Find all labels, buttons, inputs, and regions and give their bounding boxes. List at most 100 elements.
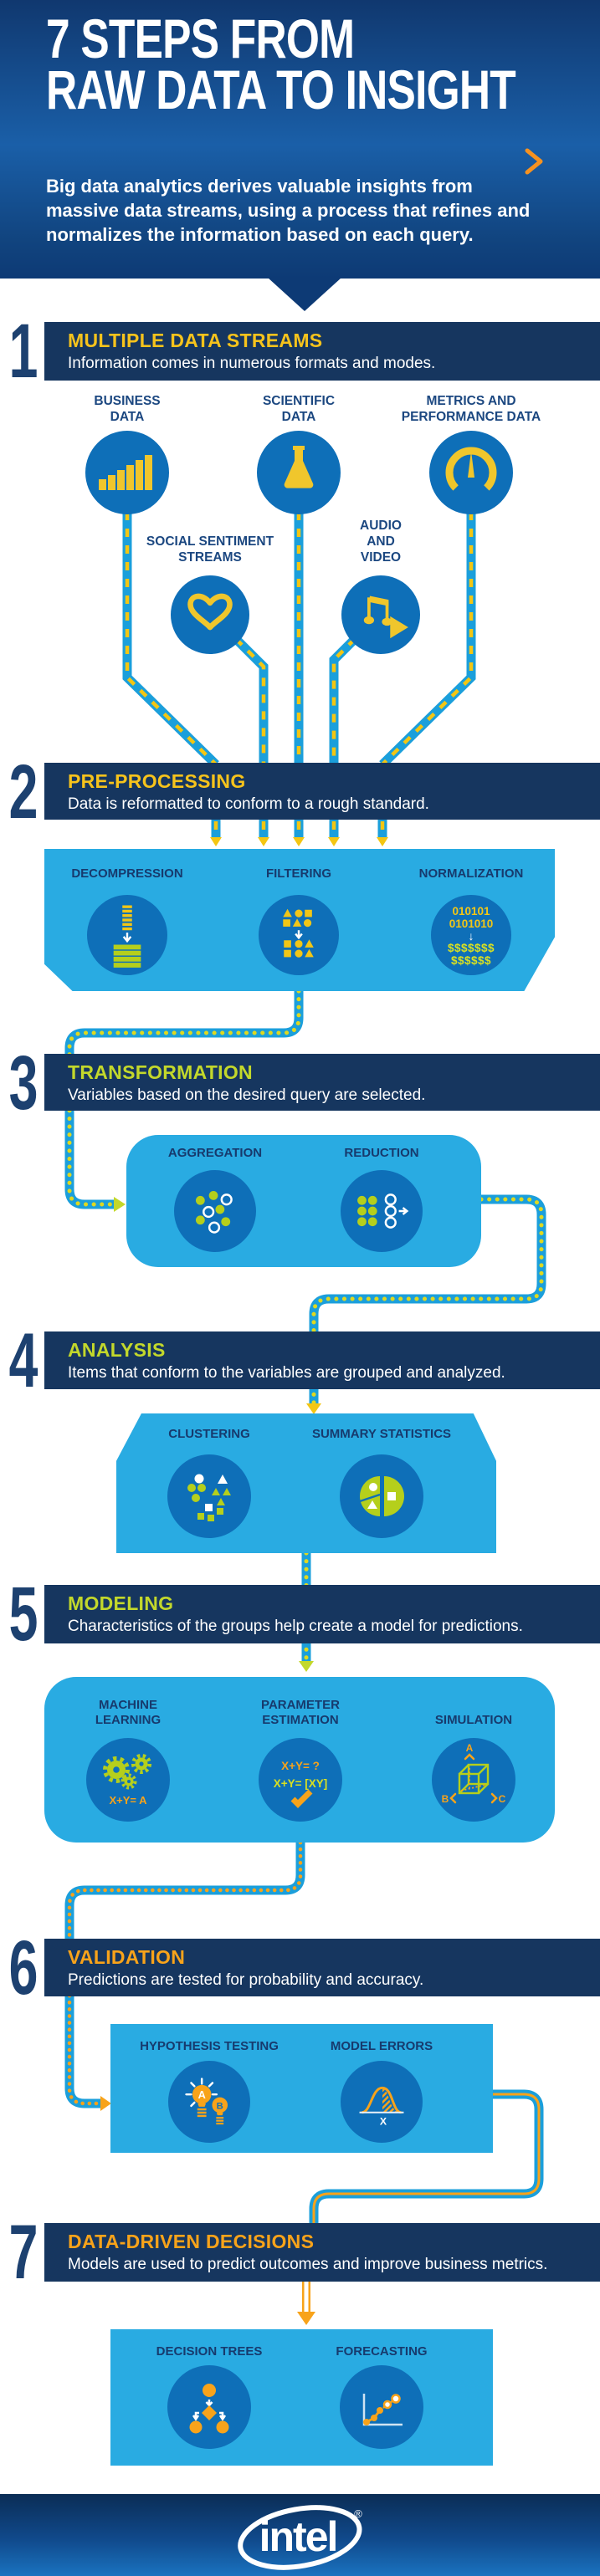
summary-statistics-circle: [340, 1454, 423, 1538]
checkmark-icon: [290, 1789, 313, 1808]
parameter-estimation-label: PARAMETER ESTIMATION: [261, 1698, 340, 1727]
reduction-circle: [341, 1170, 423, 1252]
step-1-bar: MULTIPLE DATA STREAMS Information comes …: [44, 322, 600, 381]
step-4-title: ANALYSIS: [68, 1339, 166, 1361]
decisions-entry-arrow: [297, 2282, 315, 2325]
step-5-bar: MODELING Characteristics of the groups h…: [44, 1585, 600, 1643]
step-7-subtitle: Models are used to predict outcomes and …: [68, 2256, 548, 2273]
path-validation-to-decisions: [309, 2089, 544, 2223]
simulation-circle: A B C: [432, 1738, 515, 1822]
step-number-5: 5: [8, 1572, 38, 1657]
step-6-subtitle: Predictions are tested for probability a…: [68, 1971, 424, 1989]
down-arrow-icon: ↓: [468, 929, 474, 943]
path-preprocessing-to-transformation: [64, 989, 304, 1212]
decision-tree-icon: [189, 2384, 229, 2434]
step-2-title: PRE-PROCESSING: [68, 770, 246, 792]
forecasting-circle: [340, 2365, 423, 2449]
path-transformation-to-analysis: [306, 1194, 546, 1414]
pie-chart-icon: [359, 1476, 404, 1516]
binary-line-1: 010101: [452, 905, 490, 917]
path-modeling-to-validation: [64, 1840, 305, 2111]
aggregation-label: AGGREGATION: [167, 1146, 263, 1160]
intel-logo-text: intel: [259, 2513, 337, 2560]
normalization-label: NORMALIZATION: [418, 866, 524, 881]
stream-label-audio-video: AUDIO AND VIDEO: [360, 519, 402, 565]
social-sentiment-circle: [171, 575, 249, 654]
page-title: 7 STEPS FROM RAW DATA TO INSIGHT: [46, 8, 516, 117]
step-3-subtitle: Variables based on the desired query are…: [68, 1086, 426, 1104]
error-axis-label: X: [380, 2115, 387, 2127]
step-number-6: 6: [8, 1925, 38, 2011]
binary-line-2: 0101010: [449, 917, 494, 930]
lightbulbs-icon: A B: [185, 2078, 228, 2125]
stream-label-metrics-performance: METRICS AND PERFORMANCE DATA: [401, 394, 541, 424]
axis-b-label: B: [442, 1793, 449, 1805]
music-play-icon: [363, 595, 408, 639]
intel-logo: intel ®: [238, 2505, 362, 2570]
hypothesis-testing-circle: A B: [168, 2061, 250, 2143]
header-dashed-arrow-icon: [47, 148, 543, 175]
step-6-bar: VALIDATION Predictions are tested for pr…: [44, 1939, 600, 1996]
step-number-7: 7: [8, 2210, 38, 2295]
scientific-data-circle: [257, 431, 341, 514]
stream-label-social-sentiment: SOCIAL SENTIMENT STREAMS: [146, 534, 274, 565]
decompression-circle: [87, 895, 167, 975]
flask-icon: [284, 446, 314, 488]
step-number-3: 3: [8, 1040, 38, 1126]
summary-statistics-label: SUMMARY STATISTICS: [311, 1427, 452, 1441]
forecast-chart-icon: [362, 2394, 403, 2426]
machine-learning-circle: X+Y= A: [86, 1738, 170, 1822]
model-errors-circle: X: [341, 2061, 423, 2143]
step-2-subtitle: Data is reformatted to conform to a roug…: [68, 795, 429, 813]
page-title-line1: 7 STEPS FROM: [46, 8, 355, 69]
reduction-label: REDUCTION: [344, 1146, 419, 1160]
filter-shapes-icon: [283, 908, 314, 958]
header-pointer-triangle: [268, 278, 341, 311]
header-description: Big data analytics derives valuable insi…: [46, 176, 531, 245]
step-6-title: VALIDATION: [68, 1946, 186, 1968]
step-3-title: TRANSFORMATION: [68, 1061, 253, 1083]
filtering-circle: [259, 895, 339, 975]
bulb-b-label: B: [217, 2101, 223, 2111]
ml-formula: X+Y= A: [109, 1794, 147, 1807]
step-7-bar: DATA-DRIVEN DECISIONS Models are used to…: [44, 2223, 600, 2282]
hypothesis-testing-label: HYPOTHESIS TESTING: [140, 2039, 279, 2053]
decompress-icon: [113, 905, 141, 968]
bar-chart-icon: [99, 455, 152, 490]
step-3-bar: TRANSFORMATION Variables based on the de…: [44, 1054, 600, 1111]
axis-a-label: A: [466, 1742, 474, 1754]
machine-learning-label: MACHINE LEARNING: [95, 1698, 162, 1727]
parameter-estimation-circle: X+Y= ? X+Y= [XY]: [259, 1738, 342, 1822]
clustering-label: CLUSTERING: [168, 1427, 250, 1441]
model-errors-label: MODEL ERRORS: [330, 2039, 433, 2053]
audio-video-circle: [341, 575, 420, 654]
step-5-title: MODELING: [68, 1592, 174, 1614]
step-1-title: MULTIPLE DATA STREAMS: [68, 330, 323, 351]
formula-check-icon: X+Y= ? X+Y= [XY]: [274, 1760, 327, 1808]
header-banner: 7 STEPS FROM RAW DATA TO INSIGHT Big dat…: [0, 0, 600, 279]
business-data-circle: [85, 431, 169, 514]
aggregation-circle: [174, 1170, 256, 1252]
axis-c-label: C: [499, 1793, 506, 1805]
preprocessing-entry-arrows: [210, 820, 388, 846]
step-number-1: 1: [8, 309, 38, 394]
step-1-subtitle: Information comes in numerous formats an…: [68, 355, 436, 372]
step-4-subtitle: Items that conform to the variables are …: [68, 1364, 505, 1382]
aggregation-dots-icon: [195, 1190, 233, 1234]
bulb-a-label: A: [198, 2088, 206, 2101]
decision-trees-label: DECISION TREES: [156, 2344, 263, 2359]
decision-trees-circle: [167, 2365, 251, 2449]
reduction-dots-icon: [357, 1193, 409, 1229]
dollars-line-2: $$$$$$: [450, 954, 492, 967]
step-7-title: DATA-DRIVEN DECISIONS: [68, 2231, 315, 2252]
filtering-label: FILTERING: [265, 866, 332, 881]
stream-lines: [122, 512, 476, 768]
stream-label-scientific-data: SCIENTIFIC DATA: [262, 394, 336, 424]
binary-to-dollars-icon: 010101 0101010 ↓ $$$$$$$ $$$$$$: [431, 905, 511, 967]
step-number-4: 4: [8, 1318, 38, 1403]
cube-icon: A B C: [442, 1742, 506, 1805]
dollars-line-1: $$$$$$$: [447, 942, 495, 954]
step-number-2: 2: [8, 749, 38, 835]
